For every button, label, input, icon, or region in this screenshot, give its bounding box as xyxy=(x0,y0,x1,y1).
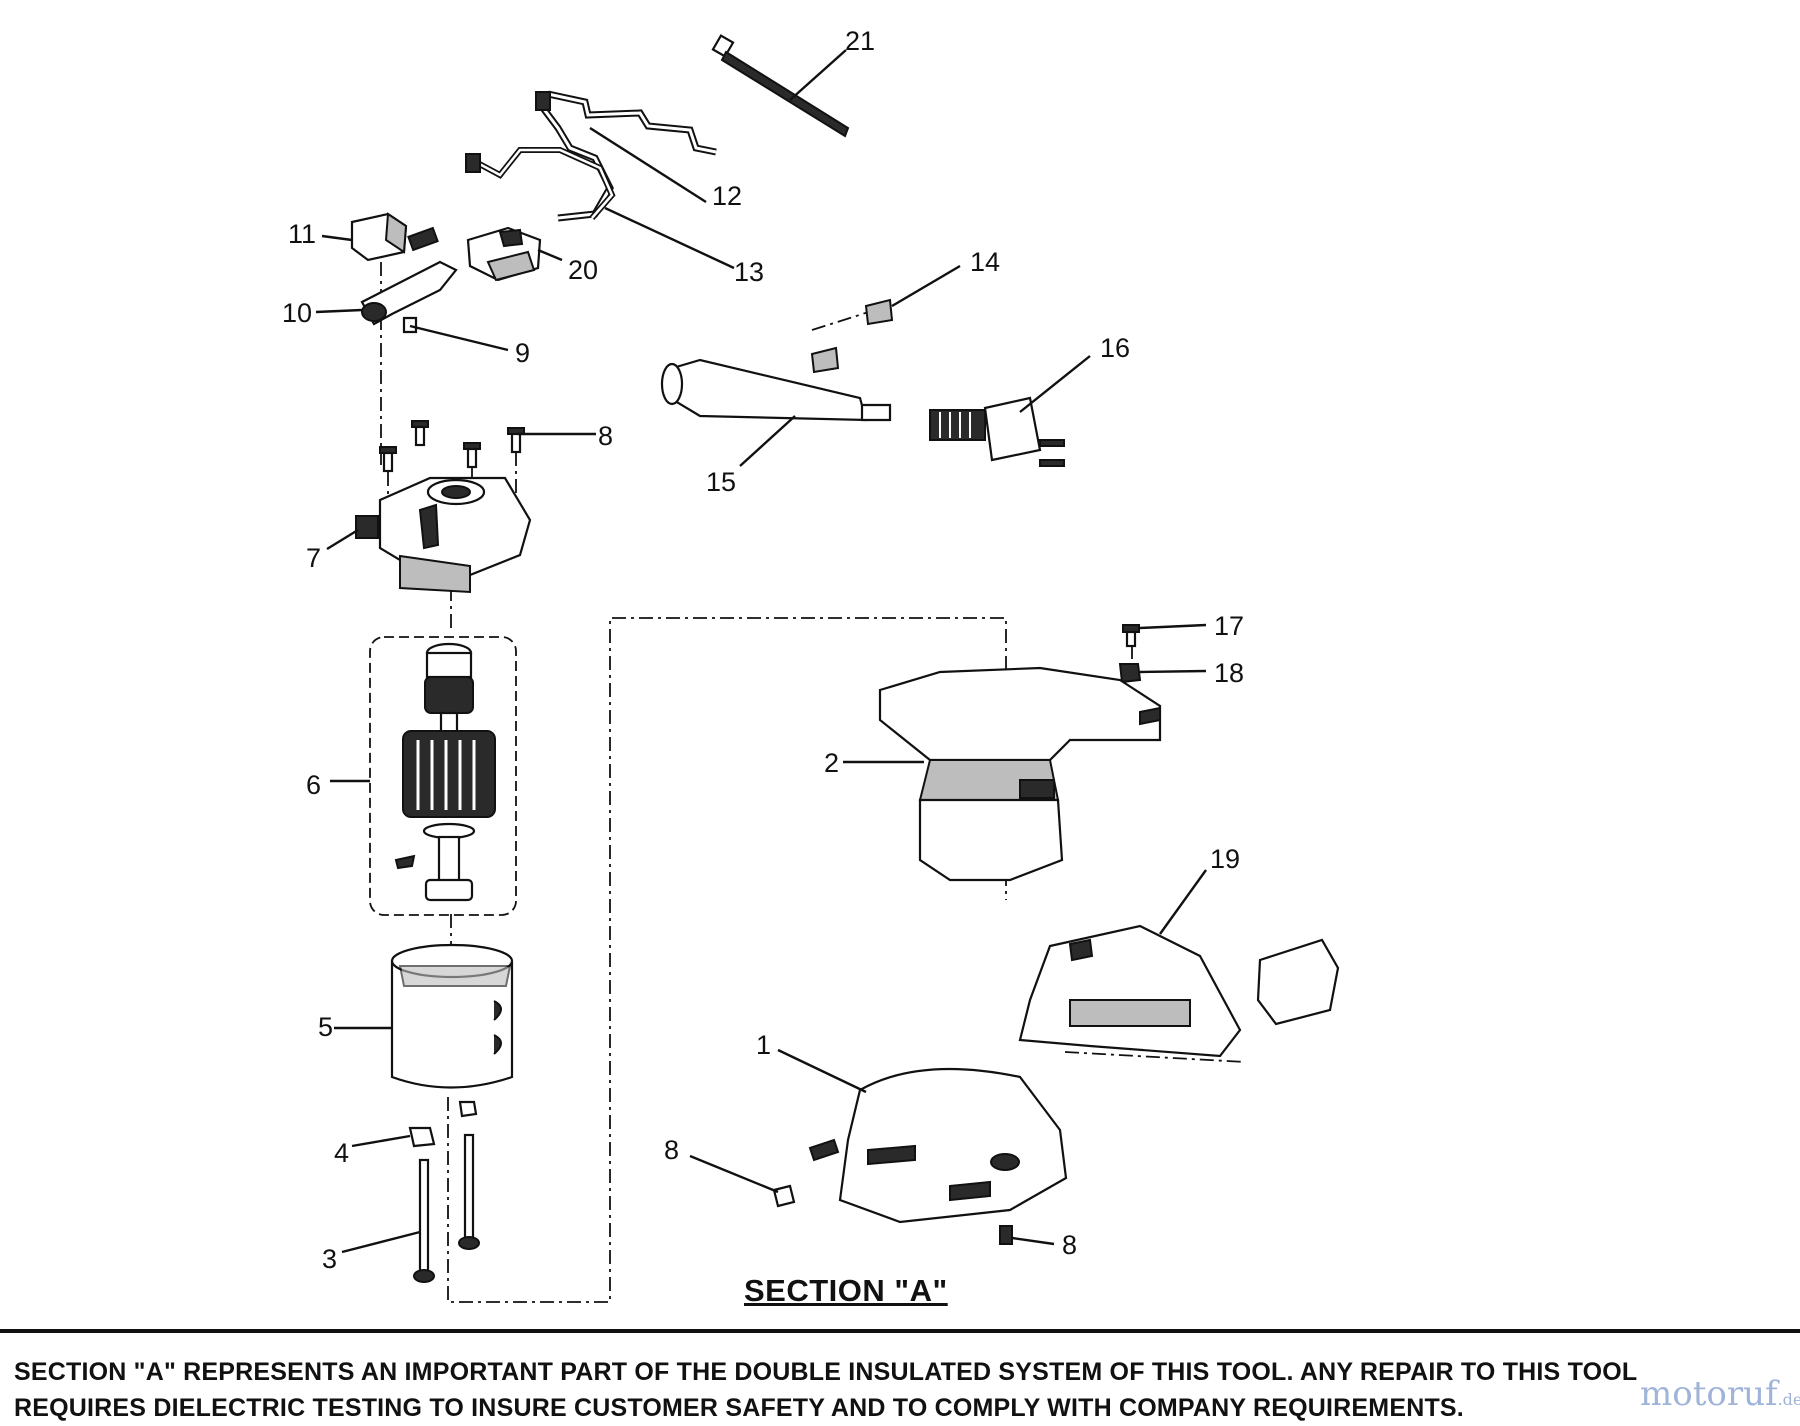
callout-13: 13 xyxy=(734,257,764,287)
wire-lead-parts xyxy=(465,90,717,222)
watermark-logo: motoruf.de xyxy=(1640,1374,1800,1414)
field-housing-part xyxy=(390,943,514,1089)
armature-part xyxy=(369,636,517,916)
footer-divider xyxy=(0,1329,1800,1333)
callout-3: 3 xyxy=(322,1244,337,1274)
watermark-text: motoruf xyxy=(1640,1374,1778,1414)
callout-numbers: 21 12 13 11 20 10 9 14 16 15 8 7 6 17 18… xyxy=(282,26,1244,1274)
switch-lever-part xyxy=(360,226,458,326)
gear-housing-part xyxy=(878,666,1162,882)
callout-9: 9 xyxy=(515,338,530,368)
callout-15: 15 xyxy=(706,467,736,497)
screw-parts-top xyxy=(379,420,525,505)
callout-21: 21 xyxy=(845,26,875,56)
callout-4: 4 xyxy=(334,1138,349,1168)
through-bolt-parts xyxy=(413,1133,480,1283)
terminal-parts xyxy=(1118,624,1142,684)
callout-19: 19 xyxy=(1210,844,1240,874)
warning-line-2: REQUIRES DIELECTRIC TESTING TO INSURE CU… xyxy=(14,1394,1464,1422)
callout-8-top: 8 xyxy=(598,421,613,451)
exploded-parts-diagram: 21 12 13 11 20 10 9 14 16 15 8 7 6 17 18… xyxy=(282,26,1340,1303)
leader-lines xyxy=(315,49,1207,1254)
callout-16: 16 xyxy=(1100,333,1130,363)
callout-18: 18 xyxy=(1214,658,1244,688)
lower-guard-part xyxy=(838,1067,1068,1224)
power-cord-parts xyxy=(660,298,1065,467)
callout-8-bottom: 8 xyxy=(1062,1230,1077,1260)
callout-5: 5 xyxy=(318,1012,333,1042)
watermark-suffix: .de xyxy=(1777,1390,1800,1409)
callout-10: 10 xyxy=(282,298,312,328)
blade-guard-part xyxy=(1018,924,1340,1058)
dielectric-warning-note: SECTION "A" REPRESENTS AN IMPORTANT PART… xyxy=(14,1354,1754,1426)
pin-part xyxy=(402,316,418,334)
screw-parts-lower xyxy=(772,1138,1013,1245)
brush-housing-part xyxy=(355,476,532,594)
brush-holder-part xyxy=(466,226,542,282)
callout-12: 12 xyxy=(712,181,742,211)
callout-14: 14 xyxy=(970,247,1000,277)
callout-2: 2 xyxy=(824,748,839,778)
callout-1: 1 xyxy=(756,1030,771,1060)
section-a-title: SECTION "A" xyxy=(744,1273,948,1308)
callout-11: 11 xyxy=(288,219,316,249)
callout-8-left: 8 xyxy=(664,1135,679,1165)
switch-part xyxy=(350,212,408,262)
callout-6: 6 xyxy=(306,770,321,800)
clip-part xyxy=(408,1100,478,1148)
callout-17: 17 xyxy=(1214,611,1244,641)
callout-7: 7 xyxy=(306,543,321,573)
warning-line-1: SECTION "A" REPRESENTS AN IMPORTANT PART… xyxy=(14,1358,1638,1386)
cable-tie-part xyxy=(711,34,850,138)
callout-20: 20 xyxy=(568,255,598,285)
